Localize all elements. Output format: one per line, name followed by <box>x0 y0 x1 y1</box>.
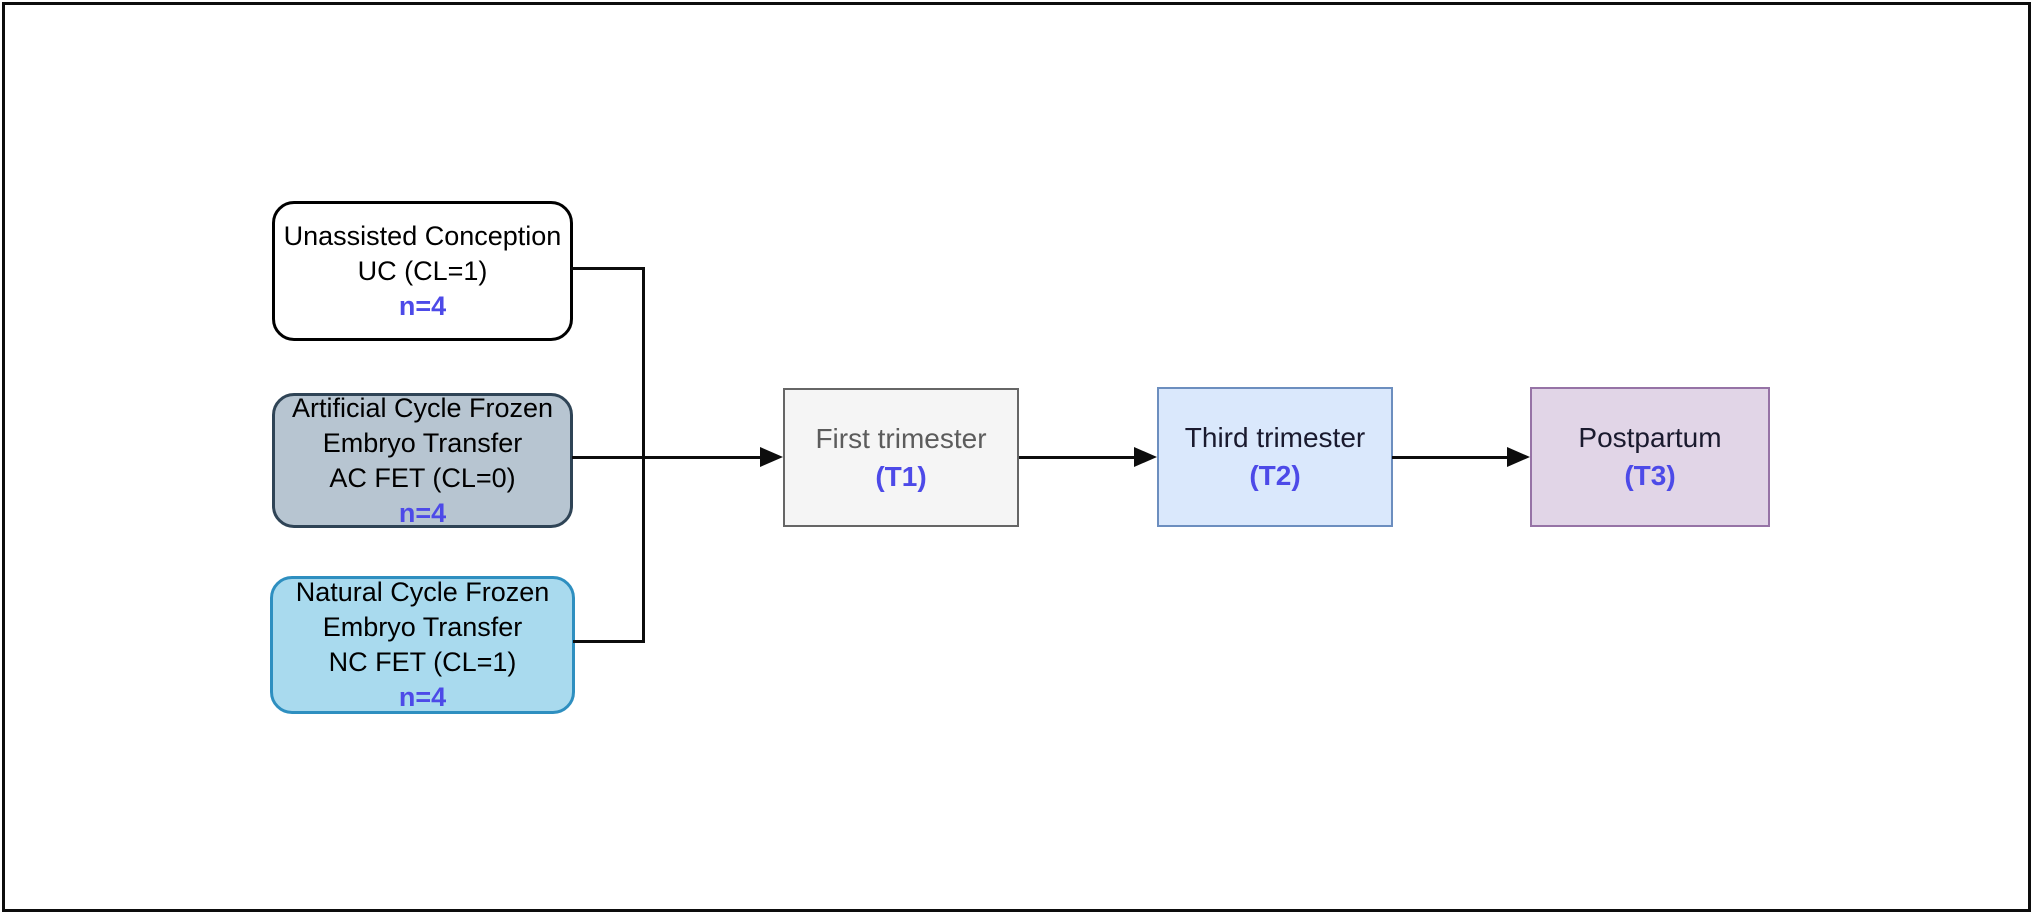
group-label-line: Natural Cycle Frozen <box>295 577 550 607</box>
group-label-line: Embryo Transfer <box>322 612 523 642</box>
group-n-count: n=4 <box>398 290 447 321</box>
timepoint-label: Third trimester <box>1184 422 1366 453</box>
group-label-line: Embryo Transfer <box>322 427 523 458</box>
group-box-unassisted-conception: Unassisted Conception UC (CL=1) n=4 <box>272 201 573 341</box>
timepoint-tag: (T2) <box>1249 460 1301 491</box>
connector-groups-to-t1 <box>572 456 761 459</box>
timepoint-box-first-trimester: First trimester (T1) <box>783 388 1019 527</box>
connector-t2-to-t3 <box>1392 456 1508 459</box>
arrowhead-into-t1 <box>760 447 783 467</box>
connector-uc-to-junction <box>571 267 645 270</box>
timepoint-tag: (T3) <box>1624 460 1676 491</box>
timepoint-label: First trimester <box>815 422 987 454</box>
timepoint-box-postpartum: Postpartum (T3) <box>1530 387 1770 527</box>
group-box-ac-fet: Artificial Cycle Frozen Embryo Transfer … <box>272 393 573 528</box>
group-n-count: n=4 <box>398 682 447 712</box>
connector-junction-vertical <box>642 267 645 643</box>
connector-nc-to-junction <box>573 640 645 643</box>
connector-t1-to-t2 <box>1019 456 1135 459</box>
timepoint-tag: (T1) <box>875 460 927 492</box>
group-label-line: NC FET (CL=1) <box>328 647 517 677</box>
arrowhead-into-t3 <box>1507 447 1530 467</box>
group-label-line: Unassisted Conception <box>283 220 562 251</box>
group-label-line: Artificial Cycle Frozen <box>291 392 554 423</box>
group-label-line: AC FET (CL=0) <box>329 462 516 493</box>
arrowhead-into-t2 <box>1134 447 1157 467</box>
group-n-count: n=4 <box>398 497 447 528</box>
timepoint-box-third-trimester: Third trimester (T2) <box>1157 387 1393 527</box>
timepoint-label: Postpartum <box>1578 422 1722 453</box>
group-box-nc-fet: Natural Cycle Frozen Embryo Transfer NC … <box>270 576 575 714</box>
group-label-line: UC (CL=1) <box>357 255 488 286</box>
